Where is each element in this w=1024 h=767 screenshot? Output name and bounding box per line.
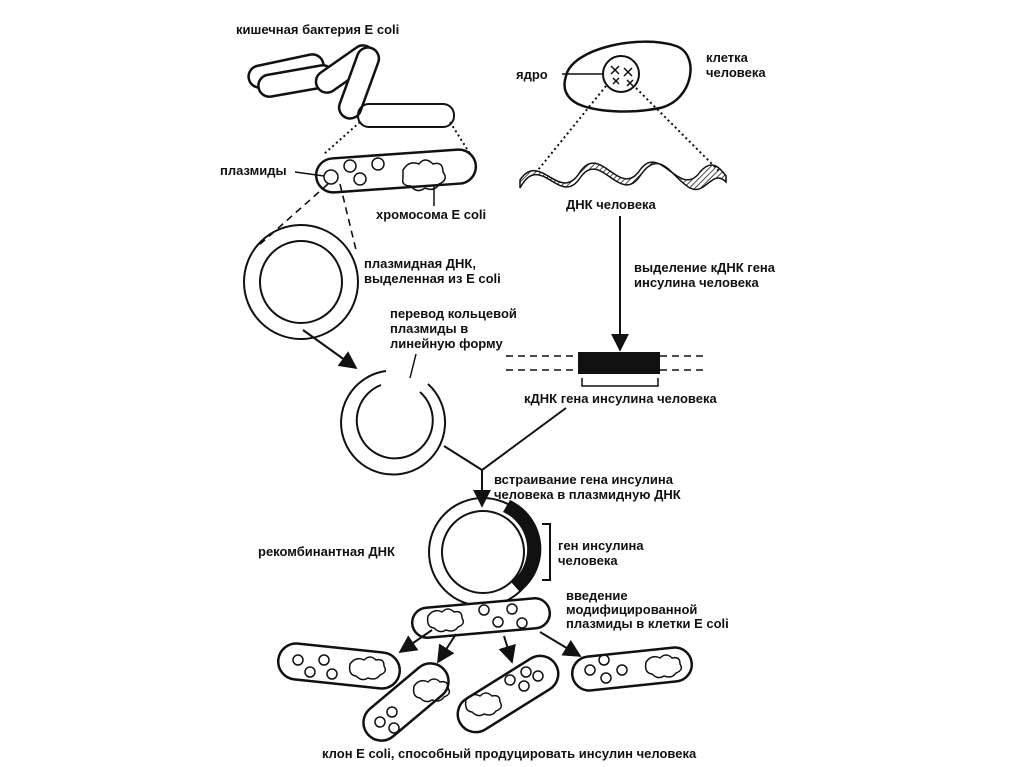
bacterium-cell xyxy=(357,103,455,128)
clone-bacterium xyxy=(362,662,451,742)
plasmid-zoom-line-left xyxy=(257,183,329,247)
insertion-label: встраивание гена инсулина человека в пла… xyxy=(494,472,681,502)
cdna-bracket xyxy=(581,378,659,387)
chromosome-blob xyxy=(426,608,465,633)
cdna-label: кДНК гена инсулина человека xyxy=(524,391,717,406)
nucleus-label: ядро xyxy=(516,67,548,82)
plasmid-circle xyxy=(323,169,339,185)
bacterium-label: кишечная бактерия E coli xyxy=(236,22,399,37)
bacteria-cluster xyxy=(247,44,381,120)
clone-bacterium xyxy=(456,654,560,734)
recombinant-label: рекомбинантная ДНК xyxy=(258,544,395,559)
clone-bacterium xyxy=(276,642,402,690)
bacterium-with-plasmids xyxy=(314,148,478,194)
linearize-label: перевод кольцевой плазмиды в линейную фо… xyxy=(390,306,521,351)
branch-arrow xyxy=(398,629,433,654)
plasmid-circle xyxy=(492,616,504,628)
plasmid-circle xyxy=(516,617,528,629)
chromosome-blob xyxy=(401,159,446,192)
linearize-pointer xyxy=(409,353,417,379)
insulin-gene-label: ген инсулина человека xyxy=(558,538,647,568)
plasmid-zoom-line-right xyxy=(339,183,357,251)
modified-bacterium xyxy=(410,597,552,639)
chromosomes-x xyxy=(610,65,634,87)
plasmid-ring xyxy=(243,224,359,340)
human-cell xyxy=(563,40,692,113)
plasmids-label: плазмиды xyxy=(220,163,287,178)
clone-bacterium xyxy=(570,646,694,692)
dna-zoom-line-left xyxy=(537,85,607,171)
plasmid-circle xyxy=(371,157,385,171)
introduction-label: введение модифицированной плазмиды в кле… xyxy=(566,588,729,631)
human-dna-label: ДНК человека xyxy=(566,197,657,212)
zoom-line-left xyxy=(323,121,361,155)
cdna-fragment xyxy=(506,352,708,387)
linearized-plasmid xyxy=(340,370,447,476)
plasmid-dna-label: плазмидная ДНК, выделенная из E coli xyxy=(364,256,501,286)
isolation-label: выделение кДНК гена инсулина человека xyxy=(634,260,779,290)
clone-label: клон E coli, способный продуцировать инс… xyxy=(322,746,697,761)
branch-arrow xyxy=(539,631,582,657)
plasmids-pointer xyxy=(294,171,325,177)
branch-arrow xyxy=(498,635,516,664)
plasmid-circle xyxy=(478,604,490,616)
plasmid-circle xyxy=(353,172,367,186)
human-cell-label: клетка человека xyxy=(706,50,766,80)
chromosome-label: хромосома E coli xyxy=(376,207,486,222)
plasmid-circle xyxy=(343,159,357,173)
converging-lines xyxy=(443,407,567,472)
recombinant-plasmid xyxy=(428,497,542,607)
insulin-gene-bracket xyxy=(542,523,551,581)
dna-helix xyxy=(519,161,727,191)
plasmid-circle xyxy=(506,603,518,615)
branch-arrow xyxy=(437,633,457,664)
arrow-to-linear xyxy=(302,329,358,370)
